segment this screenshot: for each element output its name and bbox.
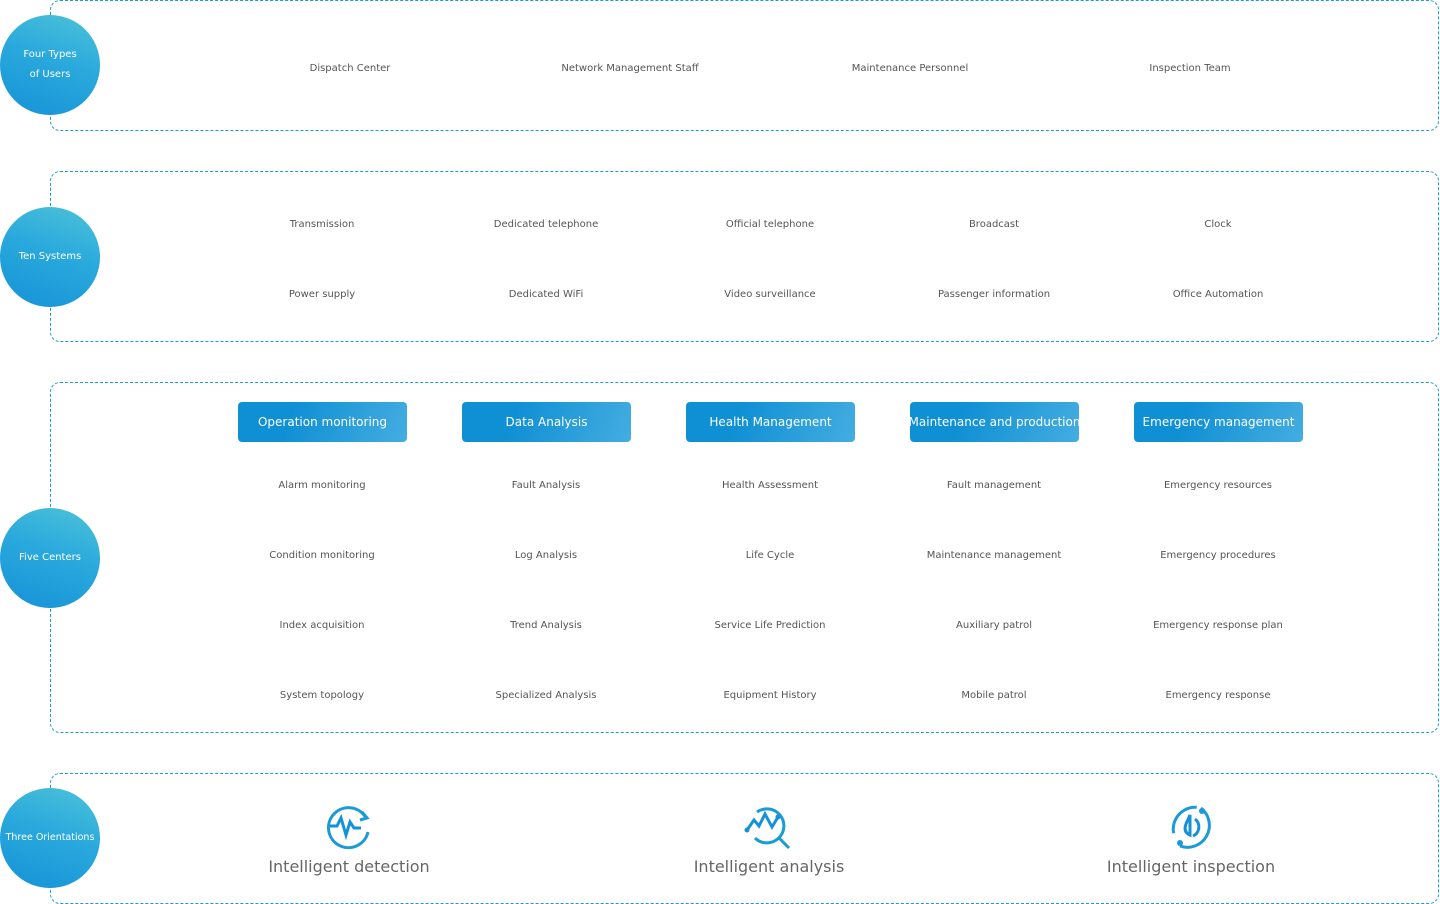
- system-item: Dedicated WiFi: [508, 289, 584, 300]
- system-item: Video surveillance: [724, 289, 816, 300]
- orientation-label: Intelligent inspection: [1106, 857, 1276, 876]
- user-type: Maintenance Personnel: [851, 63, 969, 74]
- center-item: System topology: [279, 690, 365, 701]
- center-item: Equipment History: [723, 690, 817, 701]
- users-circle: Four Types of Users: [0, 15, 100, 115]
- system-item: Dedicated telephone: [493, 219, 599, 230]
- system-item: Clock: [1204, 219, 1232, 230]
- orientation-label: Intelligent analysis: [693, 857, 845, 876]
- center-item: Auxiliary patrol: [956, 620, 1032, 631]
- systems-circle: Ten Systems: [0, 207, 100, 307]
- centers-label: Five Centers: [19, 552, 81, 563]
- system-item: Power supply: [288, 289, 356, 300]
- center-item: Emergency response plan: [1153, 620, 1283, 631]
- users-panel: [50, 0, 1439, 131]
- systems-label: Ten Systems: [18, 251, 82, 262]
- center-item: Health Assessment: [721, 480, 819, 491]
- system-item: Passenger information: [937, 289, 1051, 300]
- center-item: Trend Analysis: [510, 620, 582, 631]
- users-label-line1: Four Types: [23, 49, 77, 60]
- user-type: Network Management Staff: [561, 63, 699, 74]
- orientations-label: Three Orientations: [5, 832, 95, 843]
- orientation-label: Intelligent detection: [268, 857, 430, 876]
- trend-search-icon: [744, 807, 791, 850]
- users-label-line2: of Users: [29, 69, 71, 80]
- center-item: Maintenance management: [926, 550, 1062, 561]
- center-item: Mobile patrol: [961, 690, 1027, 701]
- system-item: Transmission: [289, 219, 355, 230]
- system-item: Office Automation: [1172, 289, 1264, 300]
- orientations-circle: Three Orientations: [0, 788, 100, 888]
- center-header[interactable]: Emergency management: [1134, 402, 1303, 442]
- system-item: Official telephone: [725, 219, 815, 230]
- center-item: Condition monitoring: [269, 550, 375, 561]
- center-item: Index acquisition: [279, 620, 365, 631]
- pulse-refresh-icon: [327, 806, 370, 850]
- center-item: Fault Analysis: [511, 480, 581, 491]
- center-header[interactable]: Maintenance and production: [909, 402, 1080, 442]
- center-item: Specialized Analysis: [495, 690, 597, 701]
- systems-panel: [50, 171, 1439, 342]
- centers-circle: Five Centers: [0, 508, 100, 608]
- center-item: Life Cycle: [745, 550, 795, 561]
- center-item: Emergency response: [1165, 690, 1271, 701]
- center-item: Emergency procedures: [1160, 550, 1276, 561]
- user-type: Inspection Team: [1149, 63, 1231, 74]
- center-header[interactable]: Health Management: [686, 402, 855, 442]
- user-type: Dispatch Center: [309, 63, 391, 74]
- center-item: Fault management: [946, 480, 1042, 491]
- gauge-cycle-icon: [1171, 805, 1211, 849]
- center-item: Emergency resources: [1163, 480, 1273, 491]
- center-header[interactable]: Operation monitoring: [238, 402, 407, 442]
- center-header[interactable]: Data Analysis: [462, 402, 631, 442]
- center-item: Service Life Prediction: [714, 620, 826, 631]
- system-item: Broadcast: [968, 219, 1020, 230]
- center-item: Alarm monitoring: [278, 480, 366, 491]
- center-item: Log Analysis: [514, 550, 578, 561]
